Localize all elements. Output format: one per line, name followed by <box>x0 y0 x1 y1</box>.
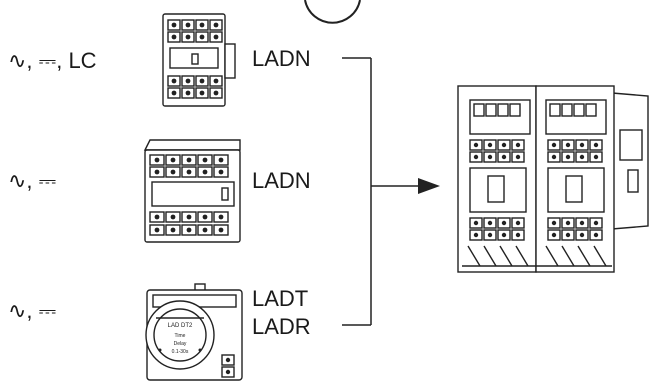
arrow-head <box>418 178 440 194</box>
row2-module-label-ladn: LADN <box>252 168 311 193</box>
svg-text:0.1-30s: 0.1-30s <box>172 349 189 355</box>
module-ladt-ladr: LAD DT2 Time Delay 0.1-30s <box>145 283 243 381</box>
row3-module-label-ladr: LADR <box>252 314 311 339</box>
connector-bracket <box>342 57 420 326</box>
module-ladn-top <box>162 13 236 107</box>
row1-module-label-ladn: LADN <box>252 46 311 71</box>
top-circle-fragment <box>304 0 361 24</box>
contactor-assembly <box>457 85 649 273</box>
row2-supply-label: ∿, ⎓ <box>8 168 57 193</box>
row3-module-label-ladt: LADT <box>252 286 309 311</box>
row1-supply-label: ∿, ⎓, LC <box>8 48 97 73</box>
module-ladn-middle <box>143 139 241 243</box>
svg-text:Time: Time <box>175 333 186 339</box>
svg-text:LAD DT2: LAD DT2 <box>168 323 193 329</box>
row3-supply-label: ∿, ⎓ <box>8 298 57 323</box>
svg-text:Delay: Delay <box>174 341 187 347</box>
